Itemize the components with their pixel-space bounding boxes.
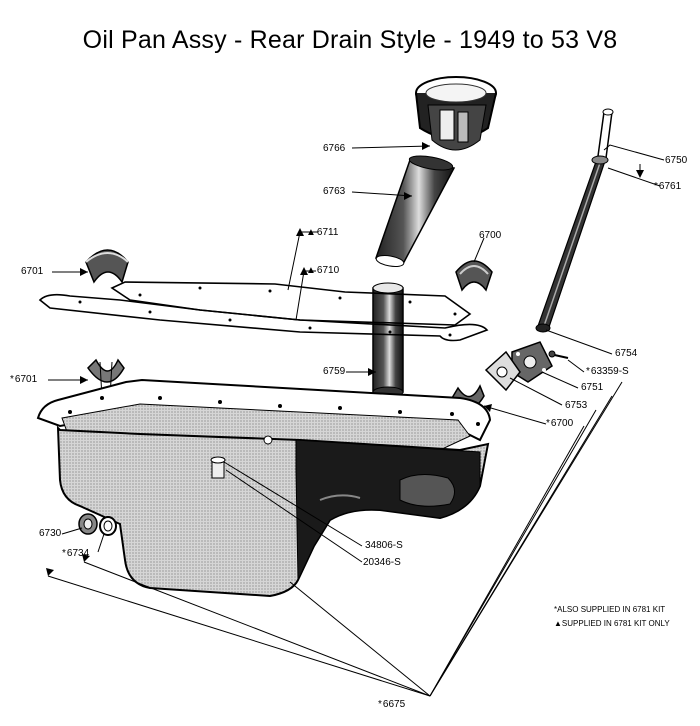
seal-6700-top xyxy=(455,260,493,292)
label-6734: *6734 xyxy=(62,548,90,559)
label-6701-top: 6701 xyxy=(21,266,44,277)
label-6753: 6753 xyxy=(565,400,588,411)
leader-arrowheads xyxy=(46,142,644,576)
shaft-tube-6759 xyxy=(372,282,404,398)
label-6711: ▲6711 xyxy=(306,227,339,238)
label-6701-bottom: *6701 xyxy=(10,374,38,385)
dipstick-6750 xyxy=(591,108,614,165)
label-6700-bottom: *6700 xyxy=(546,418,574,429)
oil-pan-6675 xyxy=(36,378,492,598)
legend-line-supplied-only: ▲SUPPLIED IN 6781 KIT ONLY xyxy=(554,619,670,628)
label-63359-S: *63359-S xyxy=(586,366,629,377)
seal-6701-top xyxy=(85,249,129,284)
pan-gaskets-6710-6711 xyxy=(38,281,489,342)
dipstick-tube-6754 xyxy=(535,155,607,333)
drain-plug-6730 xyxy=(78,513,98,535)
label-34806-S: 34806-S xyxy=(365,540,403,551)
label-6730: 6730 xyxy=(39,528,62,539)
label-6754: 6754 xyxy=(615,348,638,359)
legend-line-also-supplied: *ALSO SUPPLIED IN 6781 KIT xyxy=(554,605,666,614)
pump-gasket-6753 xyxy=(484,350,521,392)
label-6700-top: 6700 xyxy=(479,230,502,241)
kit-legend: *ALSO SUPPLIED IN 6781 KIT ▲SUPPLIED IN … xyxy=(554,603,670,631)
drain-plug-gasket-6734 xyxy=(99,516,117,536)
label-20346-S: 20346-S xyxy=(363,557,401,568)
pump-plate-6751 xyxy=(511,341,553,383)
label-6751: 6751 xyxy=(581,382,604,393)
label-6710: ▲6710 xyxy=(306,265,340,276)
label-6675: *6675 xyxy=(378,699,406,710)
label-6750: 6750 xyxy=(665,155,688,166)
bolt-63359-S xyxy=(548,350,569,359)
oil-pump-screen-6766 xyxy=(415,76,497,151)
leader-lines xyxy=(47,144,665,697)
label-6766: 6766 xyxy=(323,143,346,154)
diagram-title: Oil Pan Assy - Rear Drain Style - 1949 t… xyxy=(82,26,618,54)
label-6763: 6763 xyxy=(323,186,346,197)
label-6761: *6761 xyxy=(654,181,682,192)
label-6759: 6759 xyxy=(323,366,346,377)
inlet-tube-6763 xyxy=(374,155,456,267)
